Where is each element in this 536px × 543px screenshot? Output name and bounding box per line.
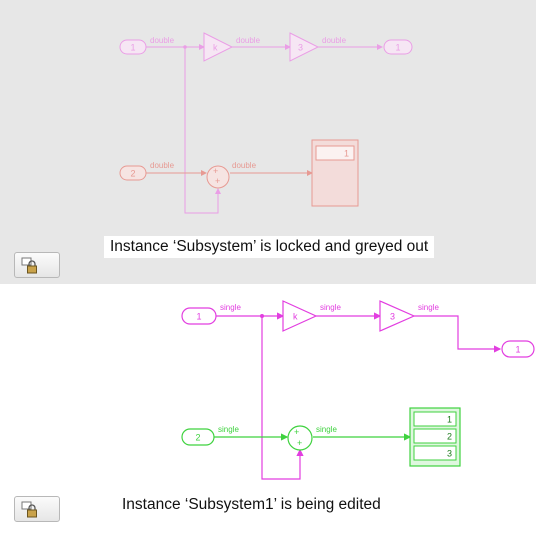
signal-type-label: single: [320, 303, 341, 312]
inport-1-label: 1: [196, 312, 201, 322]
svg-text:+: +: [213, 166, 218, 176]
editing-instance-panel: 1 k 3 1 2 + +: [0, 284, 536, 543]
display-block[interactable]: 1: [311, 139, 359, 207]
branch-point: [260, 314, 264, 318]
signal-type-label: double: [322, 36, 347, 45]
inport-2-block[interactable]: 2: [181, 428, 215, 446]
signal-type-label: single: [218, 425, 239, 434]
inport-2-block[interactable]: 2: [119, 165, 147, 181]
lock-icon: [21, 501, 37, 518]
svg-text:+: +: [297, 438, 302, 448]
editable-subsystem-diagram: 1 k 3 1 2 + +: [181, 300, 535, 480]
outport-1-block[interactable]: 1: [383, 39, 413, 55]
locked-instance-caption: Instance ‘Subsystem’ is locked and greye…: [104, 236, 435, 258]
signal-line-branch[interactable]: [184, 47, 221, 214]
lock-icon: [21, 257, 37, 274]
locked-subsystem-diagram: 1 k 3 1 2 + + 1: [119, 32, 413, 214]
gain-3-label: 3: [390, 312, 395, 322]
gain-k-label: k: [293, 312, 298, 322]
signal-type-label: double: [232, 161, 257, 170]
branch-point: [183, 45, 187, 49]
inport-2-label: 2: [130, 169, 135, 179]
display-value: 1: [447, 415, 452, 425]
outport-1-block[interactable]: 1: [501, 340, 535, 358]
lock-toggle-button[interactable]: [14, 252, 60, 278]
gain-k-label: k: [213, 43, 218, 53]
signal-type-label: single: [220, 303, 241, 312]
svg-text:+: +: [215, 176, 220, 186]
gain-3-label: 3: [298, 43, 303, 53]
outport-1-label: 1: [515, 345, 520, 355]
gain-k-block[interactable]: k: [203, 32, 234, 62]
outport-1-label: 1: [395, 43, 400, 53]
display-block[interactable]: 1 2 3: [409, 407, 461, 467]
gain-3-block[interactable]: 3: [289, 32, 320, 62]
signal-type-label: double: [150, 36, 175, 45]
sum-block[interactable]: + +: [206, 165, 230, 189]
lock-toggle-button[interactable]: [14, 496, 60, 522]
inport-2-label: 2: [195, 433, 200, 443]
signal-line-branch[interactable]: [261, 316, 304, 480]
sum-block[interactable]: + +: [287, 425, 313, 451]
signal-type-label: double: [150, 161, 175, 170]
signal-type-label: single: [418, 303, 439, 312]
svg-text:+: +: [294, 427, 299, 437]
display-value: 3: [447, 449, 452, 459]
signal-type-label: single: [316, 425, 337, 434]
signal-type-label: double: [236, 36, 261, 45]
inport-1-label: 1: [130, 43, 135, 53]
inport-1-block[interactable]: 1: [181, 307, 217, 325]
signal-line[interactable]: [414, 315, 502, 353]
display-value: 2: [447, 432, 452, 442]
display-value: 1: [344, 149, 349, 159]
locked-instance-panel: 1 k 3 1 2 + + 1: [0, 0, 536, 284]
gain-3-block[interactable]: 3: [379, 300, 416, 332]
gain-k-block[interactable]: k: [282, 300, 318, 332]
editing-instance-caption: Instance ‘Subsystem1’ is being edited: [122, 496, 381, 513]
inport-1-block[interactable]: 1: [119, 39, 147, 55]
